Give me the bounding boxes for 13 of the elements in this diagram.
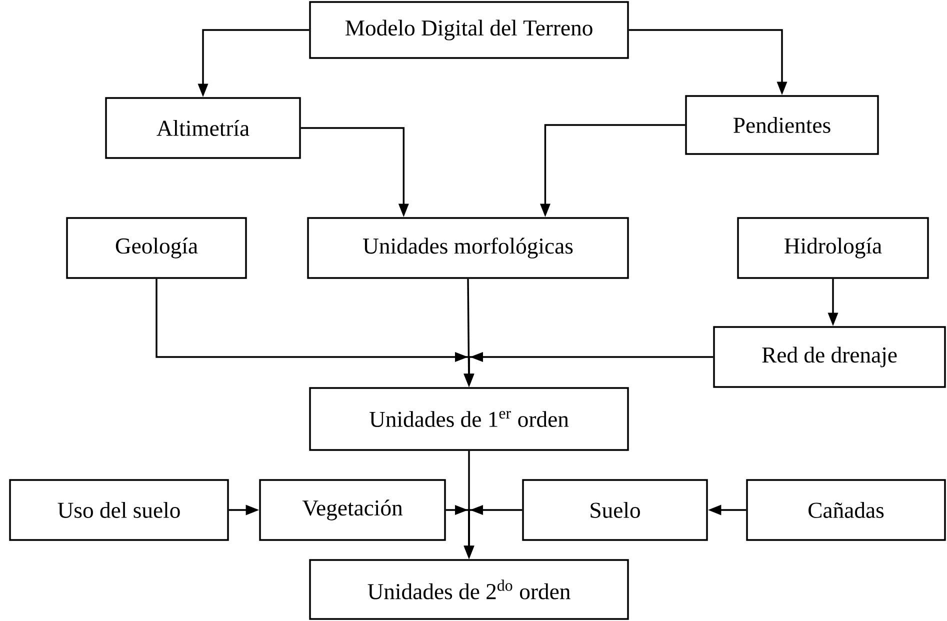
process-box: Geología bbox=[66, 217, 247, 279]
process-box: Red de drenaje bbox=[713, 326, 946, 388]
process-box: Uso del suelo bbox=[9, 479, 229, 541]
process-box: Altimetría bbox=[105, 97, 301, 159]
process-box: Unidades morfológicas bbox=[307, 217, 629, 279]
process-box: Pendientes bbox=[685, 95, 879, 155]
process-box: Cañadas bbox=[746, 479, 946, 541]
process-box: Unidades de 1$^{er}$ orden bbox=[309, 387, 629, 451]
process-box: Suelo bbox=[522, 479, 708, 541]
process-box: Unidades de 2$^{do}$ orden bbox=[309, 559, 629, 620]
process-box: Modelo Digital del Terreno bbox=[309, 1, 629, 59]
process-box: Hidrología bbox=[737, 217, 929, 279]
process-box: Vegetación bbox=[259, 479, 446, 541]
